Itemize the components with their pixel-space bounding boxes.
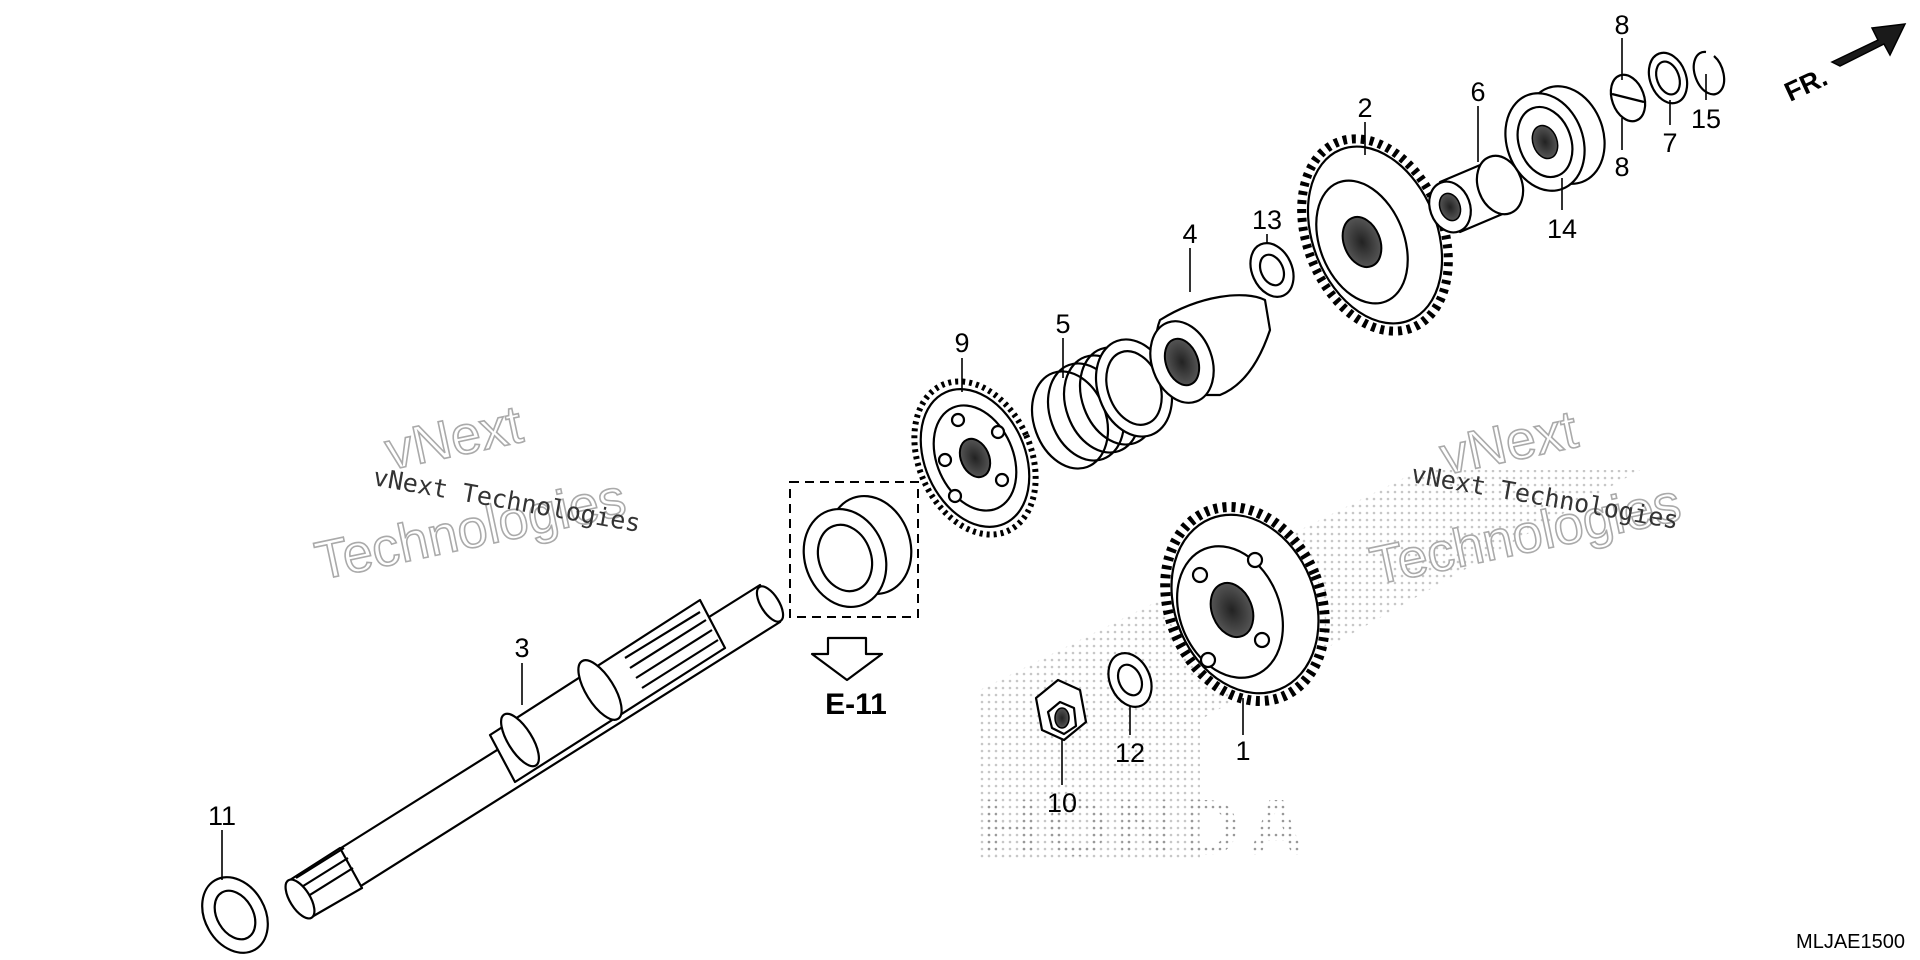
callout-13[interactable]: 13	[1252, 205, 1282, 235]
front-label: FR.	[1780, 62, 1832, 108]
callout-15[interactable]: 15	[1691, 104, 1721, 134]
callouts: 1 2 3 4 5 6 7 8 8 9 10 11 12 13 14 15	[208, 10, 1721, 831]
part-1-drive-gear	[1160, 502, 1330, 706]
part-3-countershaft	[284, 583, 785, 920]
callout-10[interactable]: 10	[1047, 788, 1077, 818]
callout-11[interactable]: 11	[208, 801, 236, 831]
callout-7[interactable]: 7	[1662, 128, 1677, 158]
callout-5[interactable]: 5	[1055, 309, 1070, 339]
front-direction-indicator: FR.	[1780, 23, 1907, 108]
part-8-split-ring	[1609, 73, 1647, 123]
watermark-dotted-band	[980, 470, 1640, 860]
part-9-gear	[911, 378, 1039, 538]
callout-1[interactable]: 1	[1235, 736, 1250, 766]
diagram-code: MLJAE1500	[1796, 931, 1905, 953]
callout-9[interactable]: 9	[954, 328, 969, 358]
part-11-lock-nut	[201, 876, 269, 954]
callout-3[interactable]: 3	[514, 633, 529, 663]
reference-arrow-icon	[810, 636, 884, 682]
part-2-driven-gear	[1297, 134, 1453, 336]
leader-lines	[221, 38, 1707, 880]
part-6-collar	[1428, 154, 1525, 234]
part-10-hex-nut	[1034, 678, 1088, 742]
callout-6[interactable]: 6	[1470, 77, 1485, 107]
part-14-bearing	[1504, 85, 1606, 192]
reference-dashed-frame	[789, 481, 919, 618]
callout-2[interactable]: 2	[1357, 93, 1372, 123]
callout-8-upper[interactable]: 8	[1614, 10, 1629, 40]
front-arrow-icon	[1830, 23, 1907, 67]
callout-12[interactable]: 12	[1115, 738, 1145, 768]
part-12-washer	[1107, 652, 1153, 708]
callout-14[interactable]: 14	[1547, 214, 1577, 244]
part-4-hub	[1149, 294, 1272, 404]
shaft-splines	[624, 611, 719, 689]
watermark-brand: HONDA	[980, 783, 1313, 872]
reference-bearing-e11: E-11	[789, 481, 919, 721]
callout-4[interactable]: 4	[1182, 219, 1197, 249]
shaft-end-splines	[295, 847, 354, 899]
watermark-left: vNext Technologies vNext Technologies	[309, 394, 643, 593]
reference-label[interactable]: E-11	[825, 688, 887, 721]
callout-8-lower[interactable]: 8	[1614, 152, 1629, 182]
part-13-washer	[1249, 242, 1295, 298]
part-7-washer	[1647, 51, 1689, 105]
part-15-circlip	[1692, 50, 1726, 96]
